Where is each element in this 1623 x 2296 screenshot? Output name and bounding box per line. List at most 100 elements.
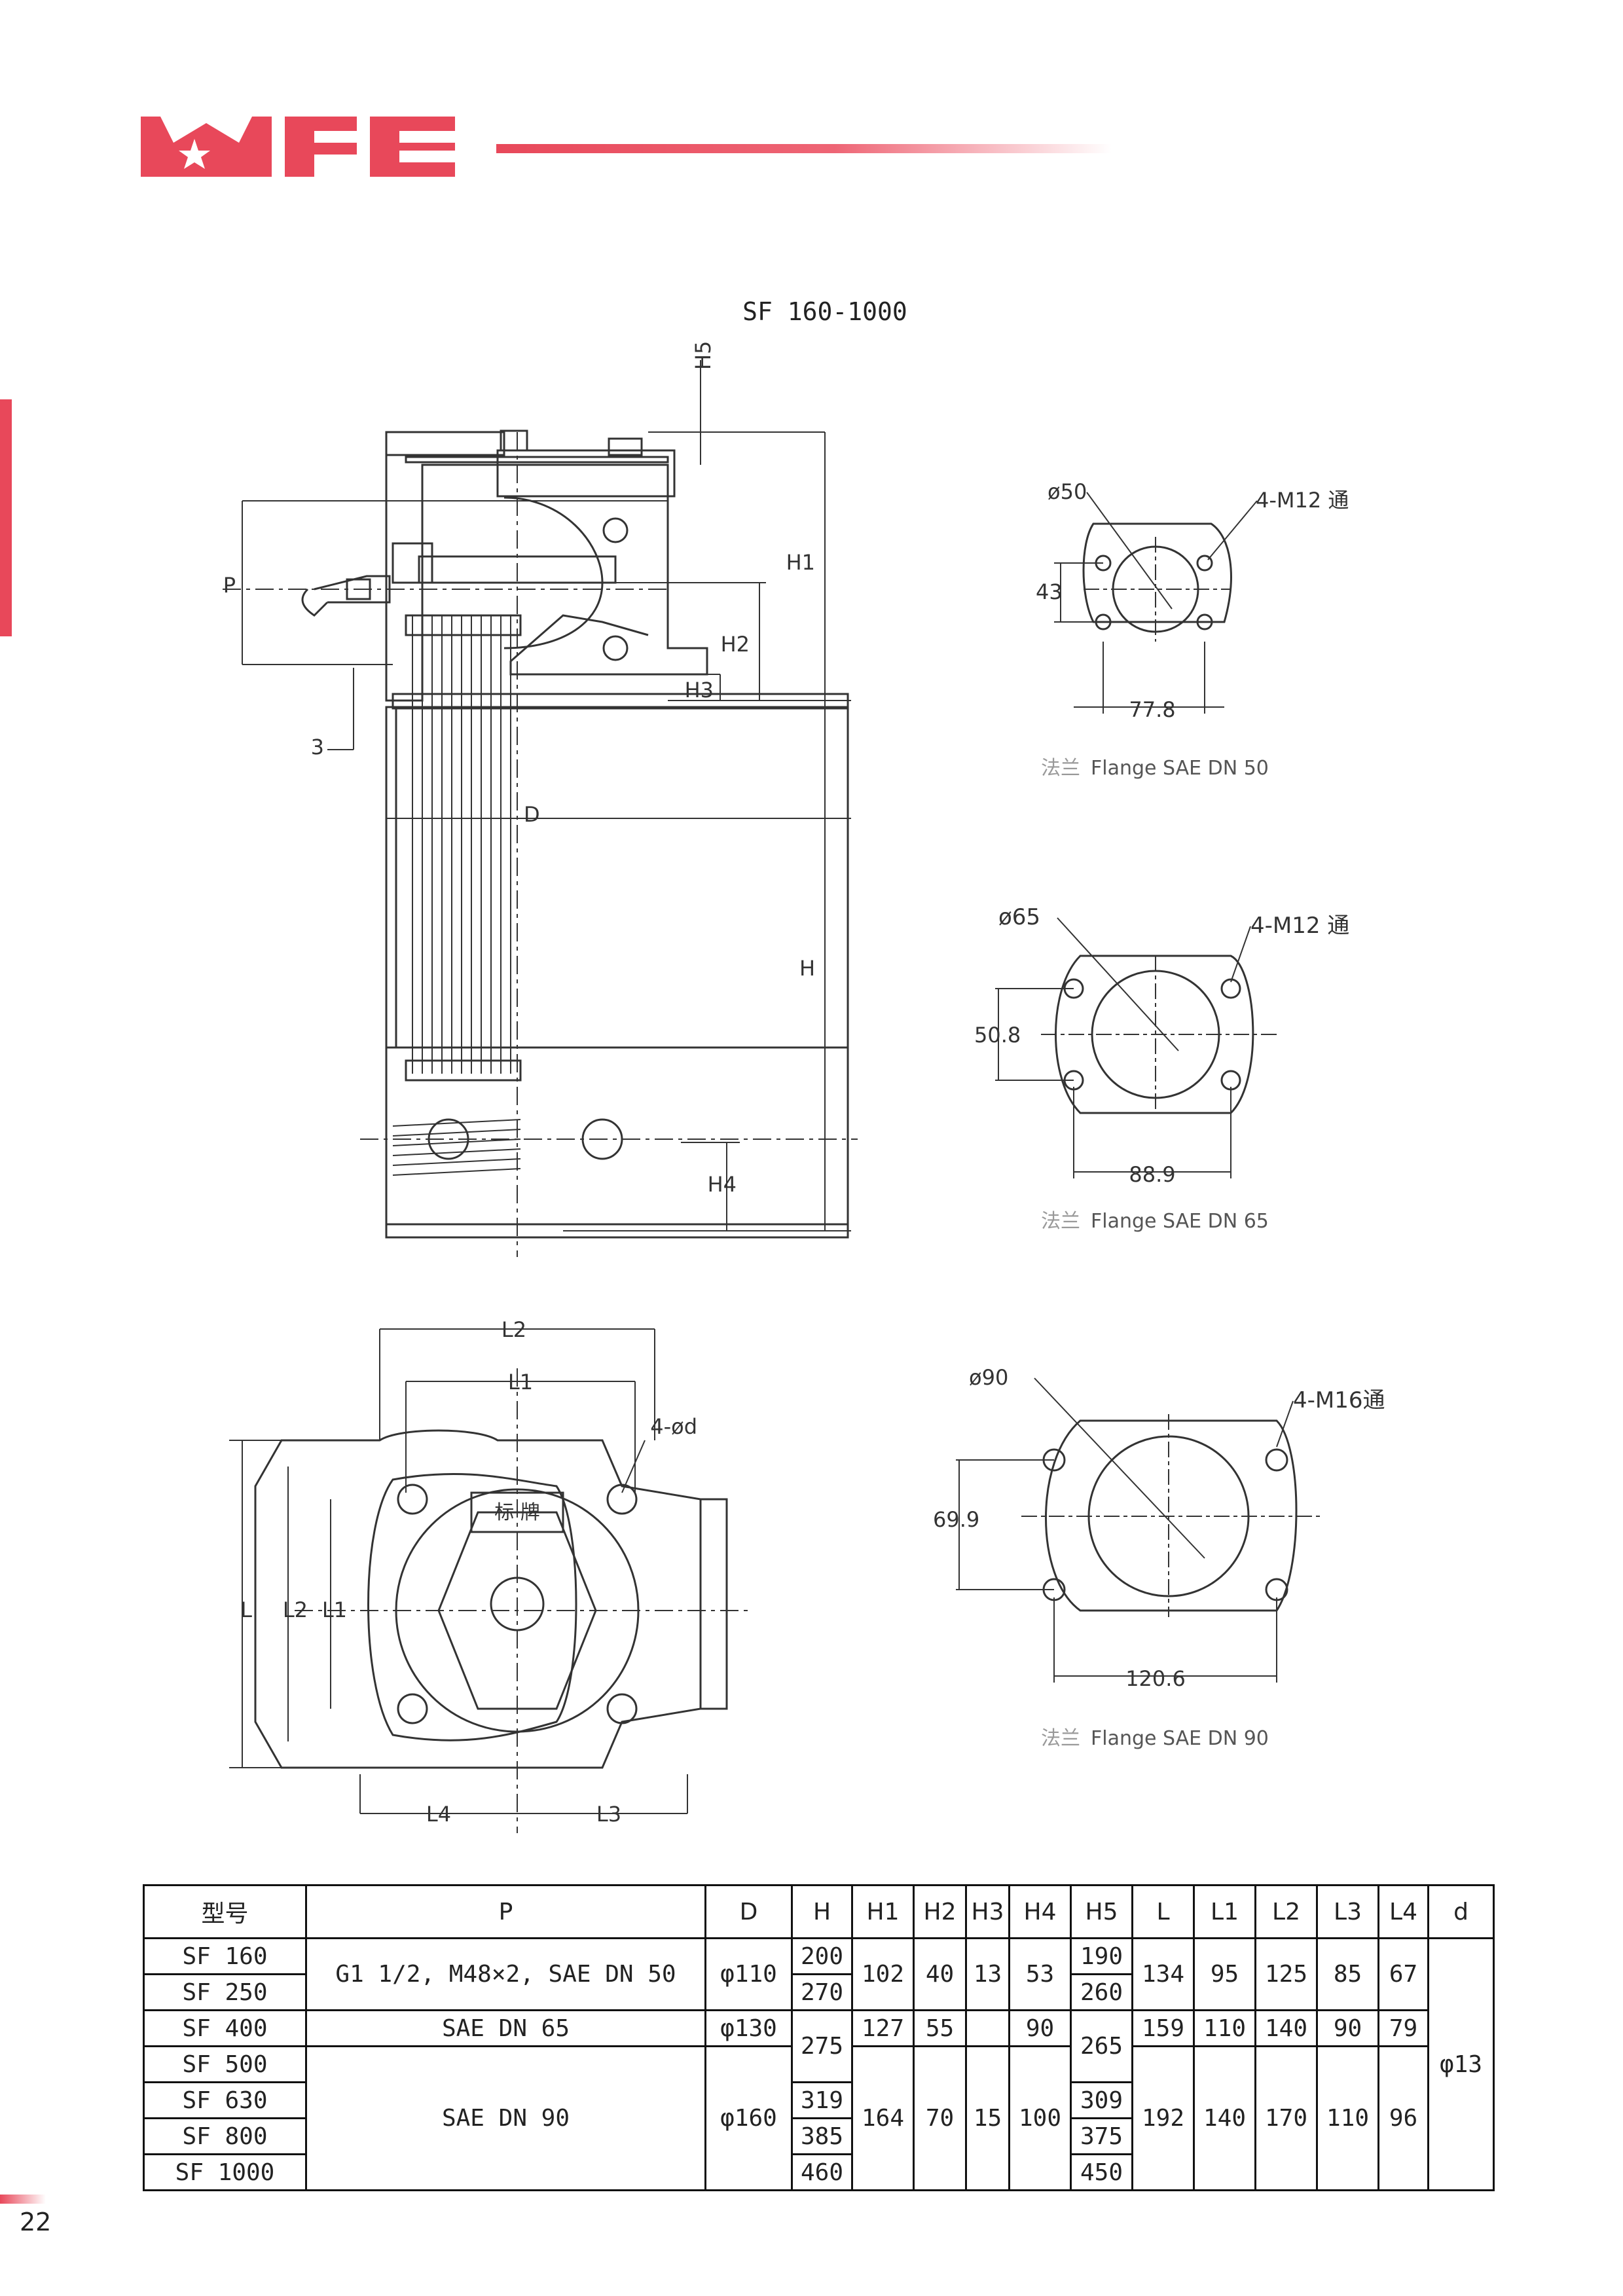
col-header-h5: H5 <box>1070 1884 1133 1939</box>
model-cell: SF 250 <box>143 1973 307 2011</box>
label-l: L <box>240 1597 252 1622</box>
label-h5: H5 <box>691 341 716 370</box>
side-accent-bar <box>0 399 12 636</box>
h2-cell: 70 <box>913 2045 967 2191</box>
l3-cell: 90 <box>1316 2009 1379 2047</box>
h5-cell: 309 <box>1070 2081 1133 2119</box>
label-l4: L4 <box>426 1802 451 1827</box>
h5-cell: 375 <box>1070 2117 1133 2155</box>
flange-dn90-drawing: ø90 4-M16通 69.9 120.6 <box>933 1365 1385 1691</box>
label-name-plate: 标 牌 <box>494 1501 540 1524</box>
col-header-l4: L4 <box>1377 1884 1429 1939</box>
col-header-d-upper: D <box>704 1884 793 1939</box>
filter-plan-drawing: L2 L1 4-ød L L2 L1 L4 L3 标 牌 <box>229 1317 753 1833</box>
col-header-l: L <box>1131 1884 1195 1939</box>
l1-cell: 95 <box>1193 1937 1256 2011</box>
label-l2-side: L2 <box>283 1597 308 1622</box>
h3-cell: 15 <box>965 2045 1010 2191</box>
label-l1-side: L1 <box>322 1597 347 1622</box>
model-cell: SF 160 <box>143 1937 307 1975</box>
filter-section-drawing: H5 H1 P H2 H3 3 D H H4 <box>223 341 858 1257</box>
l4-cell: 67 <box>1377 1937 1429 2011</box>
h4-cell: 53 <box>1008 1937 1072 2011</box>
label-h1: H1 <box>786 550 815 575</box>
h2-cell: 40 <box>913 1937 967 2011</box>
model-cell: SF 400 <box>143 2009 307 2047</box>
h-cell: 319 <box>791 2081 853 2119</box>
spec-table: 型号 P D H H1 H2 H3 H4 H5 L L1 L2 L3 L4 d … <box>143 1884 1495 2191</box>
h5-cell: 190 <box>1070 1937 1133 1975</box>
flange-dn50-height: 43 <box>1036 579 1063 604</box>
h4-cell: 90 <box>1008 2009 1072 2047</box>
l2-cell: 170 <box>1254 2045 1318 2191</box>
flange-dn90-dia: ø90 <box>969 1365 1008 1390</box>
col-header-l2: L2 <box>1254 1884 1318 1939</box>
col-header-d-lower: d <box>1427 1884 1495 1939</box>
p-cell: SAE DN 65 <box>305 2009 706 2047</box>
label-h2: H2 <box>721 632 750 657</box>
table-row: SF 160 G1 1/2, M48×2, SAE DN 50 φ110 200… <box>143 1937 1495 2191</box>
col-header-h3: H3 <box>965 1884 1010 1939</box>
col-header-h: H <box>791 1884 853 1939</box>
l-cell: 192 <box>1131 2045 1195 2191</box>
header-rule <box>496 144 1112 153</box>
small-d-cell: φ13 <box>1427 1937 1495 2191</box>
mfe-logo <box>141 117 455 177</box>
flange-dn65-bolts: 4-M12 通 <box>1250 913 1349 939</box>
label-p: P <box>223 573 236 598</box>
label-h: H <box>799 956 815 981</box>
flange-dn65-drawing: ø65 4-M12 通 50.8 88.9 <box>974 904 1349 1187</box>
d-cell: φ130 <box>704 2009 793 2047</box>
l2-cell: 125 <box>1254 1937 1318 2011</box>
l3-cell: 85 <box>1316 1937 1379 2011</box>
l-cell: 159 <box>1131 2009 1195 2047</box>
col-header-h4: H4 <box>1008 1884 1072 1939</box>
col-header-h1: H1 <box>851 1884 915 1939</box>
col-header-l1: L1 <box>1193 1884 1256 1939</box>
h-cell: 270 <box>791 1973 853 2011</box>
flange-dn65-dia: ø65 <box>998 904 1040 930</box>
flange-dn90-height: 69.9 <box>933 1507 979 1532</box>
table-row: SF 1000 460 450 <box>143 2153 1494 2191</box>
h1-cell: 102 <box>851 1937 915 2011</box>
h4-cell: 100 <box>1008 2045 1072 2191</box>
drawing-title: SF 160-1000 <box>742 297 907 326</box>
l3-cell: 110 <box>1316 2045 1379 2191</box>
l1-cell: 140 <box>1193 2045 1256 2191</box>
label-h3: H3 <box>685 678 714 702</box>
flange-dn50-bolts: 4-M12 通 <box>1256 488 1349 513</box>
label-3: 3 <box>311 735 324 759</box>
h-cell: 275 <box>791 2009 853 2083</box>
col-header-p: P <box>305 1884 706 1939</box>
page-number: 22 <box>20 2208 52 2236</box>
flange-dn50-drawing: ø50 4-M12 通 43 77.8 <box>1036 479 1349 722</box>
col-header-l3: L3 <box>1316 1884 1379 1939</box>
h-cell: 460 <box>791 2153 853 2191</box>
flange-dn50-width: 77.8 <box>1129 697 1175 722</box>
label-4-d: 4-ød <box>650 1414 697 1439</box>
h5-cell: 265 <box>1070 2009 1133 2083</box>
d-cell: φ160 <box>704 2045 793 2191</box>
l1-cell: 110 <box>1193 2009 1256 2047</box>
h2-cell: 55 <box>913 2009 967 2047</box>
model-cell: SF 630 <box>143 2081 307 2119</box>
h5-cell: 450 <box>1070 2153 1133 2191</box>
label-l3: L3 <box>596 1802 621 1827</box>
label-l1-top: L1 <box>508 1370 533 1394</box>
l2-cell: 140 <box>1254 2009 1318 2047</box>
h3-cell <box>965 2009 1010 2047</box>
label-d: D <box>524 802 540 827</box>
model-cell: SF 500 <box>143 2045 307 2083</box>
label-h4: H4 <box>708 1172 737 1197</box>
flange-dn90-bolts: 4-M16通 <box>1293 1387 1385 1413</box>
h5-cell: 260 <box>1070 1973 1133 2011</box>
flange-dn90-width: 120.6 <box>1125 1666 1186 1691</box>
col-header-model: 型号 <box>143 1884 307 1939</box>
l4-cell: 79 <box>1377 2009 1429 2047</box>
h1-cell: 127 <box>851 2009 915 2047</box>
table-row: SF 630 319 309 <box>143 2081 1494 2119</box>
table-row: SF 500 SAE DN 90 φ160 164 70 15 100 192 … <box>143 2045 1494 2191</box>
table-row: SF 400 SAE DN 65 φ130 275 127 55 90 265 … <box>143 2009 1494 2083</box>
